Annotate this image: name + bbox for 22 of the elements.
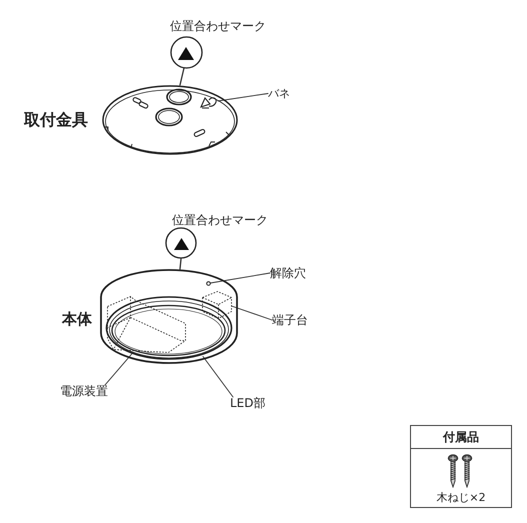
part-title: 本体 [62, 312, 92, 327]
box-heading: 付属品 [411, 426, 511, 449]
dotted-outline [106, 296, 186, 352]
part-label: 解除穴 [270, 267, 306, 279]
spring-drawing [200, 96, 218, 109]
part-label: 電源装置 [60, 385, 108, 397]
leader-line [104, 352, 134, 386]
leader-line [202, 356, 234, 398]
callout-label: 位置合わせマーク [172, 214, 268, 226]
part-label: 端子台 [272, 314, 308, 326]
part-label: バネ [268, 88, 290, 99]
leader-line [218, 93, 268, 102]
part-title: 取付金具 [24, 112, 88, 128]
accessory-box [410, 425, 512, 508]
dotted-outline [202, 290, 232, 318]
hole-icon [206, 280, 210, 286]
item-caption: 木ねじ×2 [436, 492, 486, 503]
callout-label: 位置合わせマーク [170, 20, 266, 32]
lens-drawing [110, 305, 226, 356]
leader-line [231, 306, 272, 320]
leader-line [210, 272, 270, 284]
part-label: LED部 [230, 397, 266, 409]
